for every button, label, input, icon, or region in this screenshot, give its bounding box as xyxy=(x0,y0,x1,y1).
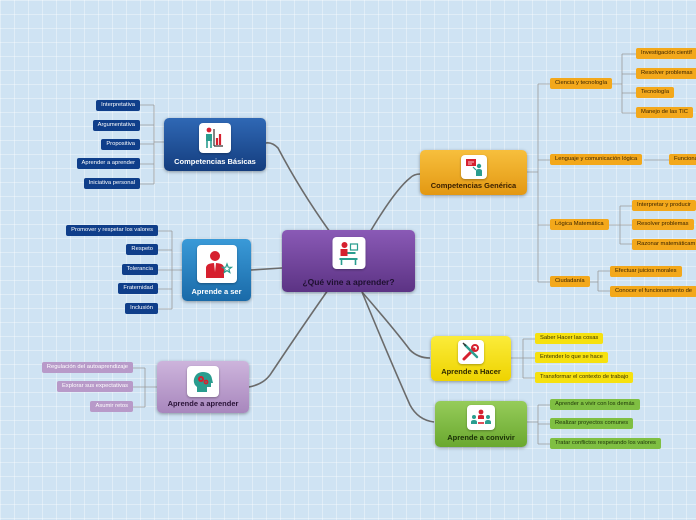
bracket-convivir xyxy=(527,404,550,445)
leaf-logica-3[interactable]: Razonar matemáticam xyxy=(632,239,696,250)
link-central-hacer xyxy=(361,291,431,359)
leaf-hacer-1[interactable]: Saber Hacer las cosas xyxy=(535,333,604,344)
bracket-basicas xyxy=(138,104,164,185)
leaf-ser-5[interactable]: Inclusión xyxy=(125,303,158,314)
central-title: ¿Qué vine a aprender? xyxy=(302,277,395,287)
bracket-ciencia xyxy=(610,53,636,114)
bracket-ciudadania xyxy=(586,270,610,292)
central-node[interactable]: ¿Qué vine a aprender? xyxy=(282,230,415,292)
leaf-hacer-2[interactable]: Entender lo que se hace xyxy=(535,352,608,363)
link-central-genericas xyxy=(369,173,421,233)
leaf-basicas-1[interactable]: Interpretativa xyxy=(96,100,140,111)
bracket-genericas xyxy=(527,83,550,283)
branch-title: Competencias Genérica xyxy=(430,181,517,190)
leaf-aprender-1[interactable]: Regulación del autoaprendizaje xyxy=(41,362,133,373)
bracket-ser xyxy=(156,230,182,310)
leaf-ciencia-1[interactable]: Investigación científ xyxy=(636,48,696,59)
branch-aprende-a-hacer[interactable]: Aprende a Hacer xyxy=(431,336,511,381)
branch-competencias-genericas[interactable]: Competencias Genérica xyxy=(420,150,527,195)
link-central-basicas xyxy=(265,142,331,233)
leaf-ciencia-2[interactable]: Resolver problemas xyxy=(636,68,696,79)
branch-title: Competencias Básicas xyxy=(174,157,256,166)
leaf-convivir-1[interactable]: Aprender a vivir con los demás xyxy=(550,399,640,410)
student-desk-icon xyxy=(332,237,365,269)
leaf-ser-4[interactable]: Fraternidad xyxy=(118,283,158,294)
branch-aprende-a-aprender[interactable]: Aprende a aprender xyxy=(157,361,249,413)
bracket-hacer xyxy=(511,338,535,379)
leaf-ciencia-3[interactable]: Tecnología xyxy=(636,87,675,98)
branch-title: Aprende a ser xyxy=(191,287,242,296)
bracket-logica xyxy=(609,205,632,245)
leaf-ser-2[interactable]: Respeto xyxy=(126,244,158,255)
wrench-screwdriver-icon xyxy=(458,340,484,364)
sub-logica-matematica[interactable]: Lógica Matemática xyxy=(550,219,609,230)
branch-aprende-a-ser[interactable]: Aprende a ser xyxy=(182,239,251,301)
leaf-ciudadania-1[interactable]: Efectuar juicios morales xyxy=(610,266,682,277)
sub-ciencia-tecnologia[interactable]: Ciencia y tecnología xyxy=(550,78,613,89)
branch-title: Aprende a convivir xyxy=(447,433,515,442)
group-people-icon xyxy=(467,405,495,430)
leaf-ser-3[interactable]: Tolerancia xyxy=(121,264,158,275)
leaf-ciencia-4[interactable]: Manejo de las TIC xyxy=(636,107,693,118)
sub-ciudadania[interactable]: Ciudadanía xyxy=(550,276,590,287)
leaf-basicas-2[interactable]: Argumentativa xyxy=(92,120,140,131)
link-central-convivir xyxy=(361,291,435,423)
leaf-aprender-2[interactable]: Explorar sus expectativas xyxy=(56,381,133,392)
link-central-aprender xyxy=(248,289,329,388)
leaf-logica-2[interactable]: Resolver problemas xyxy=(632,219,694,230)
chart-people-icon xyxy=(199,123,231,153)
businessman-star-icon xyxy=(196,245,237,283)
sub-lenguaje-comunicacion[interactable]: Lenguaje y comunicación lógica xyxy=(550,154,643,165)
bracket-aprender xyxy=(133,367,157,408)
leaf-basicas-3[interactable]: Propositiva xyxy=(101,139,140,150)
leaf-hacer-3[interactable]: Transformar el contexto de trabajo xyxy=(535,372,634,383)
leaf-lenguaje-1[interactable]: Funciona xyxy=(669,154,696,165)
leaf-ser-1[interactable]: Promover y respetar los valores xyxy=(66,225,158,236)
branch-aprende-a-convivir[interactable]: Aprende a convivir xyxy=(435,401,527,447)
leaf-convivir-3[interactable]: Tratar conflictos respetando los valores xyxy=(550,438,661,449)
leaf-basicas-4[interactable]: Aprender a aprender xyxy=(76,158,140,169)
presenter-board-icon xyxy=(460,155,487,179)
leaf-aprender-3[interactable]: Asumir retos xyxy=(90,401,133,412)
leaf-logica-1[interactable]: Interpretar y producir xyxy=(632,200,696,211)
branch-competencias-basicas[interactable]: Competencias Básicas xyxy=(164,118,266,171)
branch-title: Aprende a Hacer xyxy=(441,367,501,376)
head-gears-icon xyxy=(187,366,219,397)
leaf-ciudadania-2[interactable]: Conocer el funcionamiento de xyxy=(610,286,696,297)
link-central-ser xyxy=(250,267,283,271)
branch-title: Aprende a aprender xyxy=(167,399,239,408)
leaf-convivir-2[interactable]: Realizar proyectos comunes xyxy=(550,418,634,429)
leaf-basicas-5[interactable]: Iniciativa personal xyxy=(83,178,140,189)
